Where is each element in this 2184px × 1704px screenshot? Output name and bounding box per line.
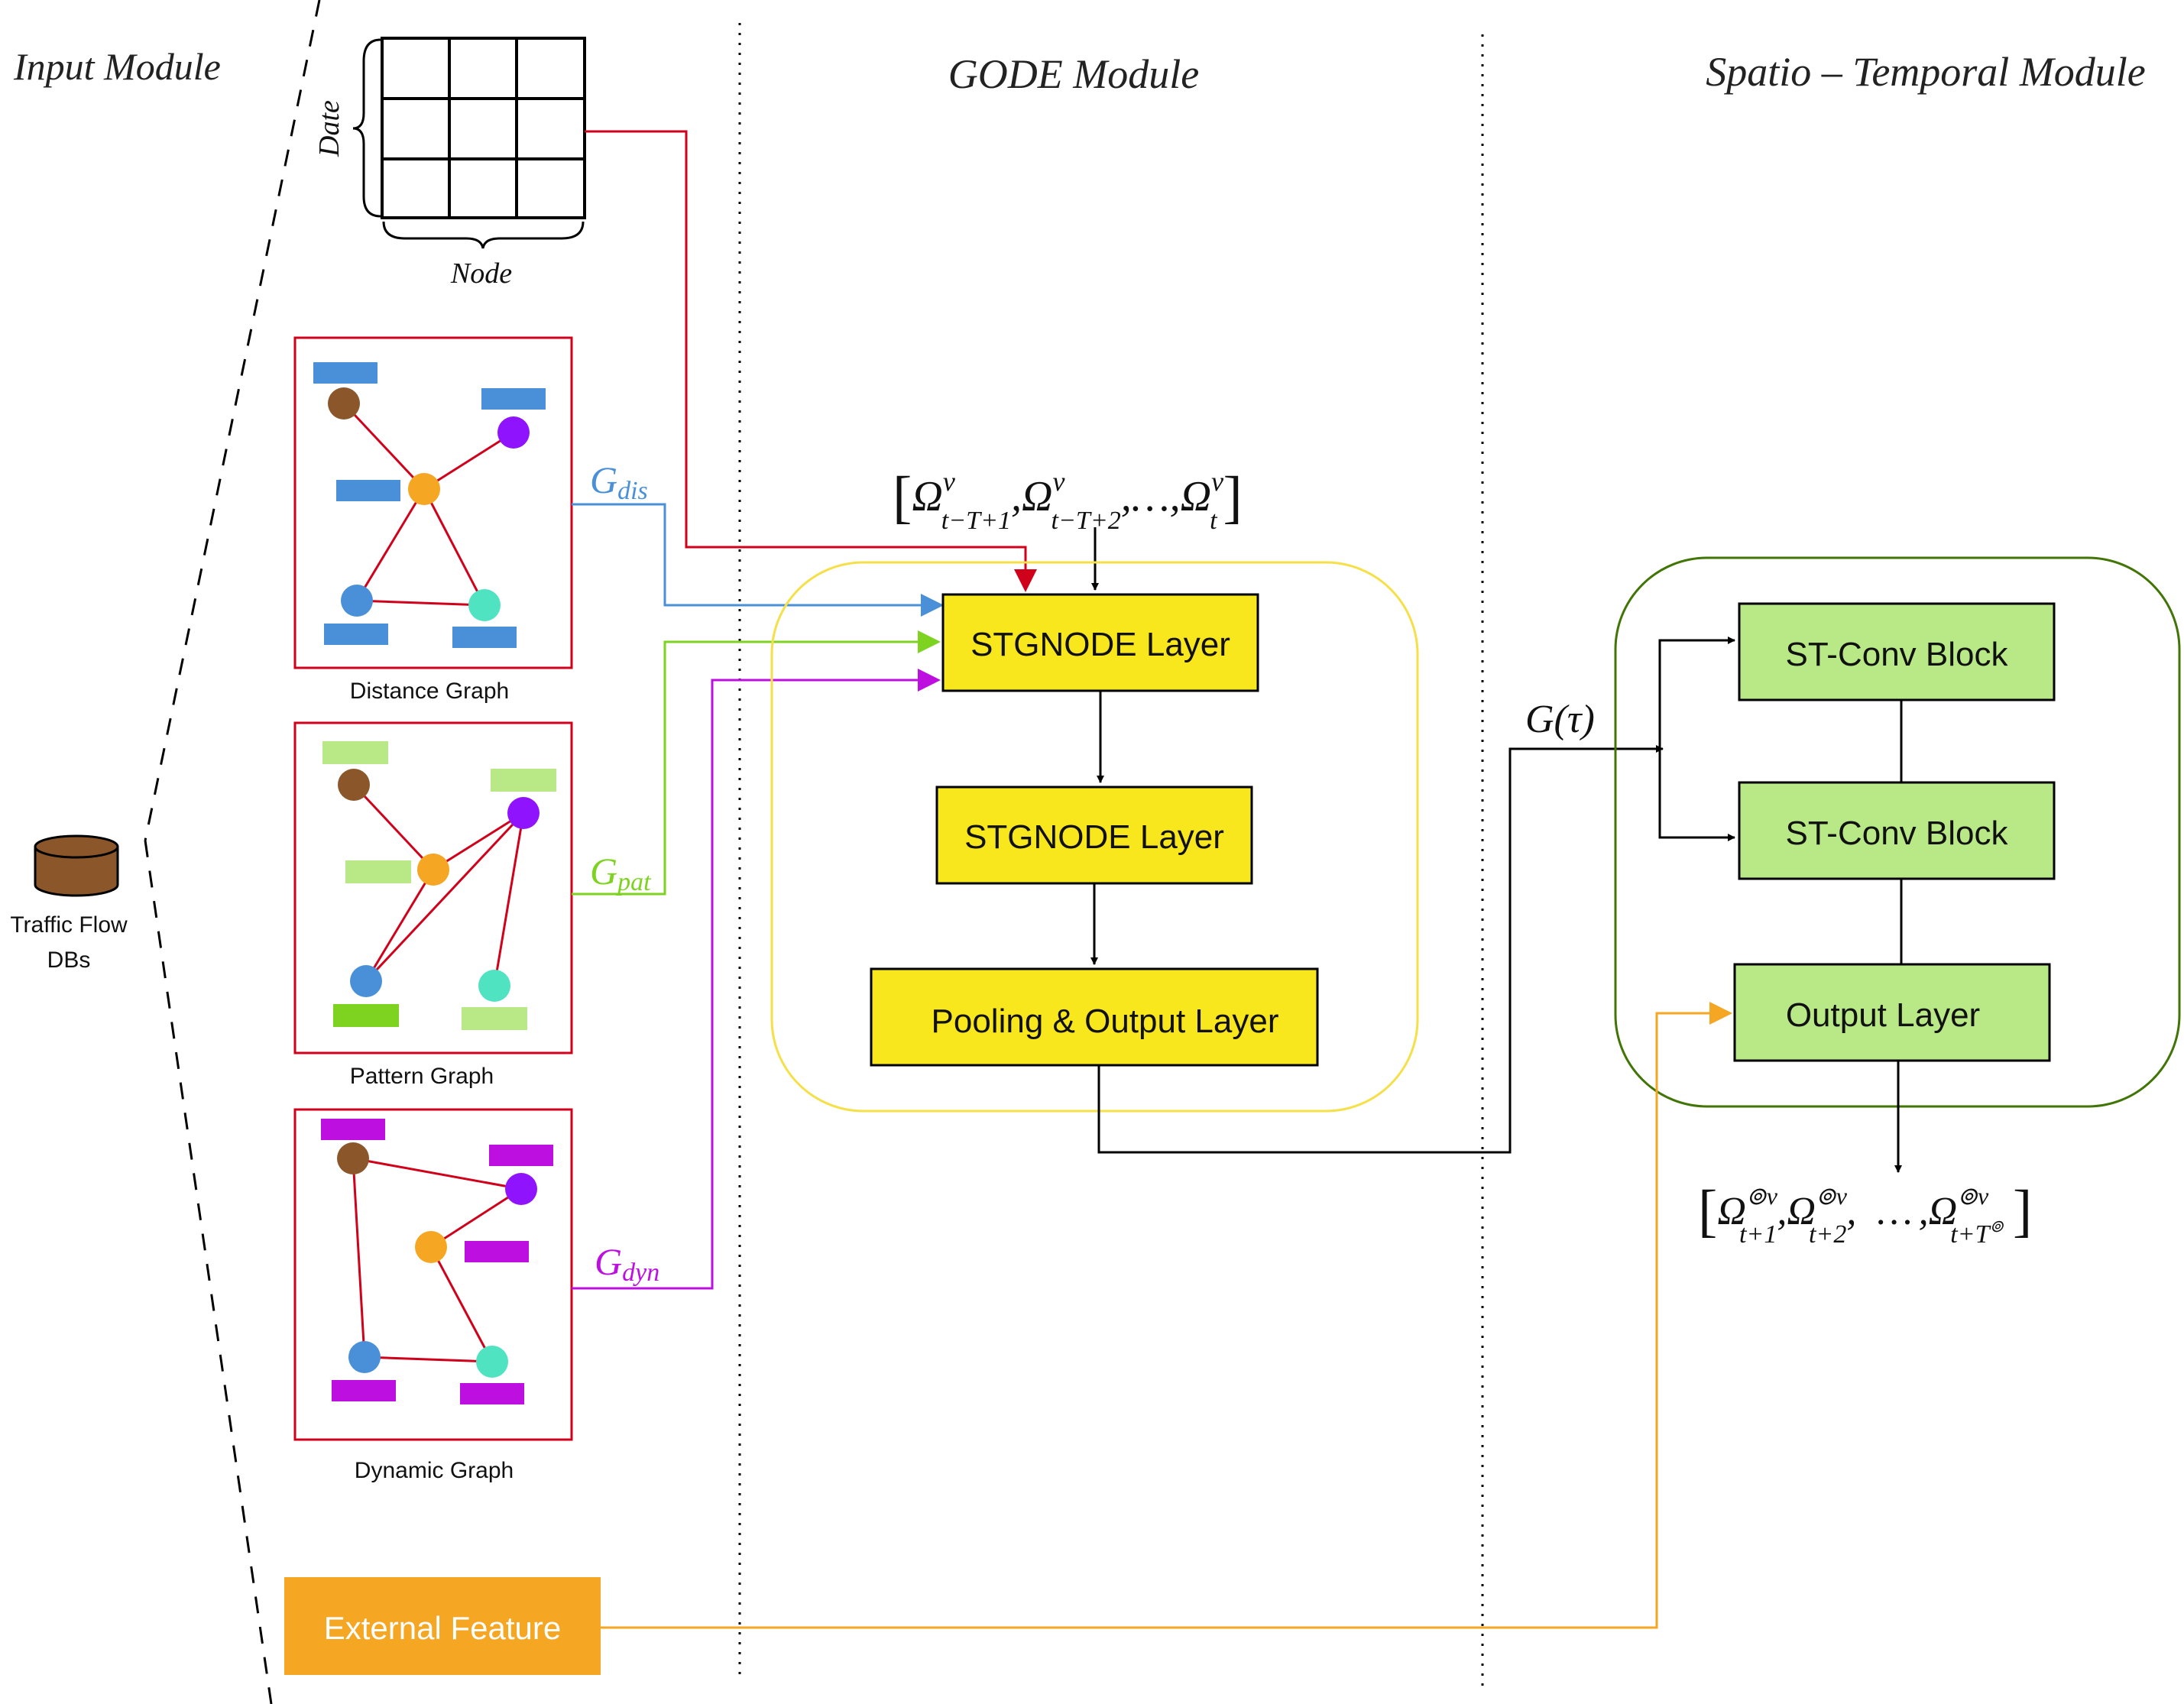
pattern-graph-caption: Pattern Graph: [350, 1064, 494, 1089]
graph-tau-label: G(τ): [1525, 698, 1595, 741]
dynamic-graph-content: [321, 1119, 553, 1404]
stgnode-layer-1: [941, 593, 1259, 692]
dynamic-to-stgnode-arrow: [572, 669, 941, 1290]
database-label-line2: DBs: [47, 948, 91, 973]
date-brace: [352, 38, 381, 218]
st-output-layer: [1733, 963, 2051, 1062]
distance-to-stgnode-arrow: [572, 503, 944, 617]
distance-graph-panel: [293, 336, 573, 669]
st-conv-block-2: [1738, 781, 2056, 880]
g-dis-label: Gdis: [590, 458, 648, 505]
pooling-output-layer: [870, 967, 1319, 1067]
database-label-line1: Traffic Flow: [10, 912, 128, 938]
pooling-output-layer-label: Pooling & Output Layer: [932, 1003, 1279, 1040]
gode-module-title: GODE Module: [948, 51, 1199, 97]
pattern-to-stgnode-arrow: [572, 630, 941, 896]
external-feature-box: [284, 1577, 601, 1675]
stgnode-layer-1-label: STGNODE Layer: [970, 626, 1230, 663]
stgnode-layer-2: [935, 786, 1253, 885]
dynamic-graph-caption: Dynamic Graph: [355, 1458, 514, 1483]
distance-graph-caption: Distance Graph: [350, 679, 509, 704]
pattern-graph-content: [322, 741, 556, 1030]
st-conv-block-1: [1738, 602, 2056, 701]
gode-container: [770, 561, 1419, 1113]
g-pat-label: Gpat: [590, 850, 652, 896]
date-node-matrix: [381, 37, 586, 219]
st-conv-block-2-label: ST-Conv Block: [1786, 815, 2009, 852]
st-branch-bottom-arrow: [1658, 749, 1735, 841]
gode-to-st-connector: [1097, 745, 1664, 1154]
input-module-divider: [144, 0, 321, 841]
database-icon: [34, 834, 119, 897]
input-module-title: Input Module: [13, 45, 221, 88]
st-conv-block-1-label: ST-Conv Block: [1786, 636, 2009, 673]
node-brace: [382, 221, 585, 249]
distance-graph-content: [313, 362, 546, 648]
g-dyn-label: Gdyn: [595, 1240, 659, 1287]
external-feature-label: External Feature: [324, 1610, 562, 1646]
node-label: Node: [450, 258, 512, 290]
external-to-output-arrow: [601, 1002, 1732, 1629]
st-module-title: Spatio – Temporal Module: [1706, 49, 2146, 95]
st-output-layer-label: Output Layer: [1786, 996, 1980, 1034]
stgnode-layer-2-label: STGNODE Layer: [964, 818, 1224, 856]
input-module-divider-lower: [144, 840, 273, 1704]
date-label: Date: [313, 100, 345, 157]
st-branch-top-arrow: [1658, 637, 1735, 749]
